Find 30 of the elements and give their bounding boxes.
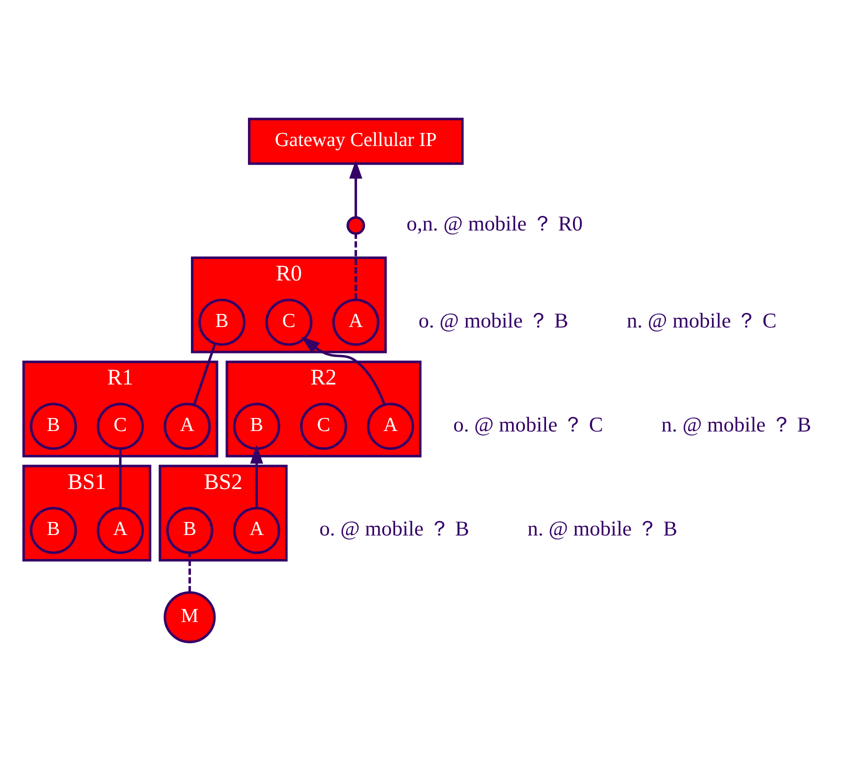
label: n. @ mobile ？ B	[528, 516, 678, 541]
label: o,n. @ mobile ？ R0	[406, 212, 583, 236]
arrow	[349, 160, 362, 218]
node-circle: M	[164, 591, 216, 644]
label: n. @ mobile ？ B	[661, 412, 812, 436]
node-circle: A	[366, 402, 414, 450]
node-circle: A	[96, 506, 144, 554]
arrow	[250, 445, 264, 508]
node-circle: A	[164, 402, 211, 450]
connector	[119, 448, 122, 508]
node-circle: B	[30, 402, 77, 450]
node-circle	[346, 216, 366, 235]
node-circle: C	[300, 402, 348, 450]
node-circle: B	[198, 298, 246, 346]
node-circle: C	[265, 298, 312, 346]
node-circle: B	[30, 506, 77, 554]
node-circle: B	[233, 402, 280, 450]
node-circle: A	[332, 298, 380, 346]
node-box: Gateway Cellular IP	[248, 118, 464, 165]
connector	[354, 234, 358, 300]
connector	[188, 553, 191, 592]
label: n. @ mobile ？ C	[626, 308, 777, 332]
node-circle: A	[233, 506, 280, 554]
node-circle: C	[96, 402, 144, 450]
label: o. @ mobile ？ B	[418, 308, 568, 332]
label: o. @ mobile ？ B	[319, 516, 470, 541]
node-circle: B	[166, 506, 214, 554]
label: o. @ mobile ？ C	[453, 412, 604, 436]
connector	[192, 343, 216, 406]
arrow	[301, 336, 386, 406]
